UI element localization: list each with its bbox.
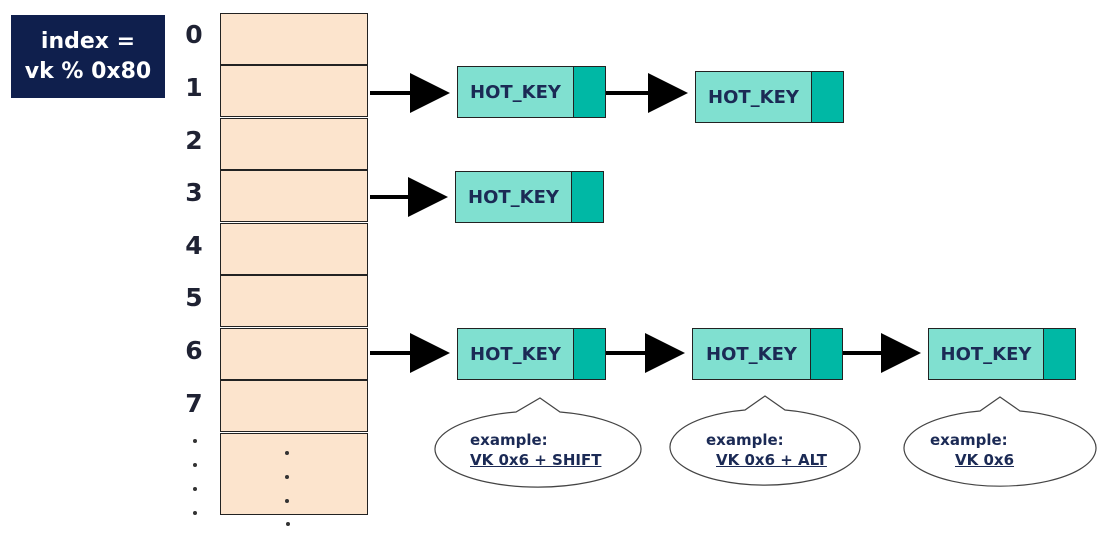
hot-key-label: HOT_KEY <box>706 343 797 365</box>
hot-key-label: HOT_KEY <box>470 81 561 103</box>
cell-ellipsis-dot <box>285 499 289 503</box>
ellipsis-dot <box>193 511 197 515</box>
table-cell-1 <box>220 65 368 117</box>
table-cell-4 <box>220 223 368 275</box>
hot-key-node: HOT_KEY <box>457 328 606 380</box>
hot-key-label: HOT_KEY <box>940 343 1032 365</box>
index-label-0: 0 <box>185 20 203 49</box>
table-cell-7 <box>220 380 368 432</box>
formula-box: index = vk % 0x80 <box>11 15 165 98</box>
example-label: example: <box>706 431 784 449</box>
example-label: example: <box>930 431 1008 449</box>
index-label-2: 2 <box>185 126 203 155</box>
hot-key-node: HOT_KEY <box>692 328 843 380</box>
table-cell-0 <box>220 13 368 65</box>
example-label: example: <box>470 431 548 449</box>
next-pointer <box>571 172 603 222</box>
table-cell-2 <box>220 118 368 170</box>
ellipsis-dot <box>193 439 197 443</box>
next-pointer <box>573 329 605 379</box>
hot-key-node: HOT_KEY <box>928 328 1076 380</box>
table-cell-6 <box>220 328 368 380</box>
example-value: VK 0x6 <box>955 451 1015 469</box>
cell-ellipsis-dot <box>286 522 290 526</box>
index-label-5: 5 <box>185 283 203 312</box>
index-label-1: 1 <box>185 73 203 102</box>
example-bubble-1 <box>434 397 642 488</box>
example-value: VK 0x6 + ALT <box>716 451 827 469</box>
example-text-2: example: VK 0x6 + ALT <box>706 430 827 470</box>
hot-key-node: HOT_KEY <box>455 171 604 223</box>
index-label-6: 6 <box>185 336 203 365</box>
hot-key-label: HOT_KEY <box>468 186 559 208</box>
formula-line-2: vk % 0x80 <box>24 58 152 84</box>
example-bubble-2 <box>669 395 861 486</box>
cell-ellipsis-dot <box>285 451 289 455</box>
index-label-3: 3 <box>185 178 203 207</box>
example-text-3: example: VK 0x6 <box>930 430 1014 470</box>
index-label-4: 4 <box>185 231 203 260</box>
ellipsis-dot <box>193 463 197 467</box>
formula-line-1: index = <box>40 28 136 54</box>
example-bubble-3 <box>903 396 1097 487</box>
next-pointer <box>1043 329 1075 379</box>
hot-key-node: HOT_KEY <box>695 71 844 123</box>
example-value: VK 0x6 + SHIFT <box>470 451 602 469</box>
index-label-7: 7 <box>185 389 203 418</box>
ellipsis-dot <box>193 487 197 491</box>
hot-key-node: HOT_KEY <box>457 66 606 118</box>
table-cell-more <box>220 433 368 515</box>
table-cell-3 <box>220 170 368 222</box>
next-pointer <box>810 329 842 379</box>
example-text-1: example: VK 0x6 + SHIFT <box>470 430 601 470</box>
next-pointer <box>811 72 843 122</box>
table-cell-5 <box>220 275 368 327</box>
next-pointer <box>573 67 605 117</box>
cell-ellipsis-dot <box>285 475 289 479</box>
hot-key-label: HOT_KEY <box>470 343 561 365</box>
hot-key-label: HOT_KEY <box>708 86 799 108</box>
